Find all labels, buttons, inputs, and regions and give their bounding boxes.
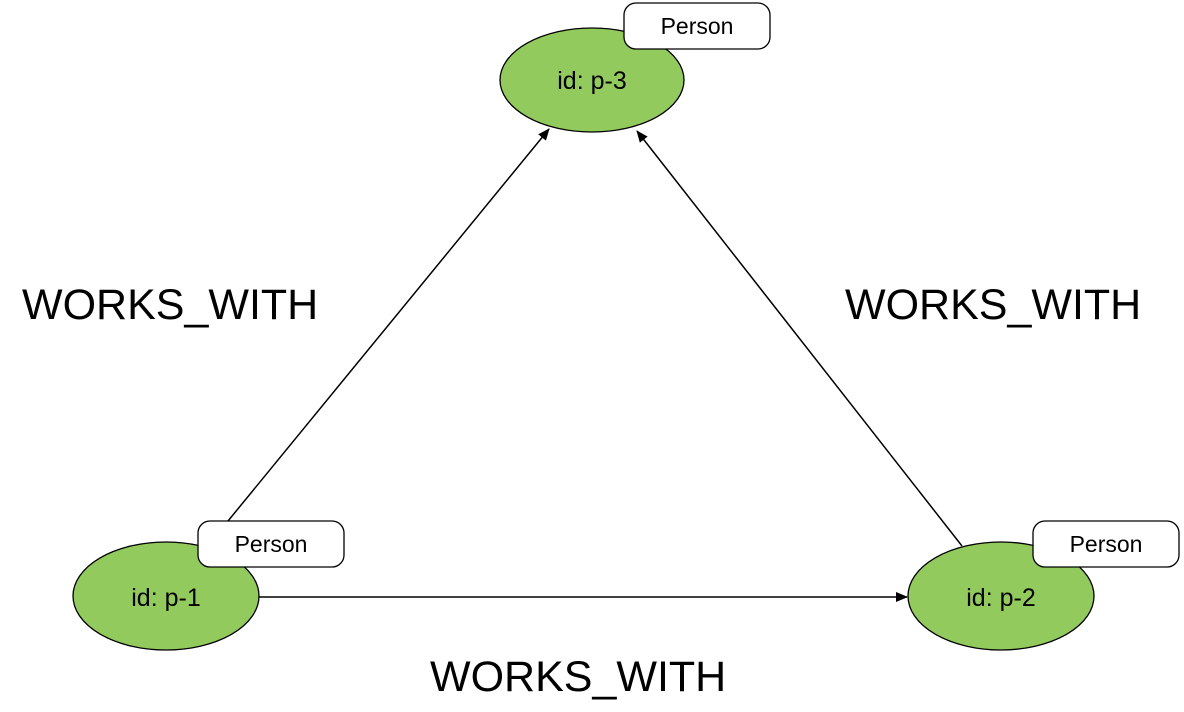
edge-p2-to-p3 bbox=[636, 130, 963, 547]
node-p1-ellipse bbox=[72, 541, 260, 651]
node-p3-ellipse bbox=[499, 27, 685, 133]
edge-label-p1-p2: WORKS_WITH bbox=[430, 653, 726, 701]
node-p3-label-badge bbox=[623, 2, 771, 50]
node-p2-label-badge bbox=[1032, 520, 1180, 568]
node-p2-label: Person bbox=[1070, 531, 1143, 557]
node-p1-label: Person bbox=[235, 531, 308, 557]
edge-p1-to-p3 bbox=[227, 128, 550, 522]
node-p1-label-badge bbox=[197, 520, 345, 568]
node-p2[interactable]: id: p-2 Person bbox=[907, 520, 1180, 651]
node-p1-id: id: p-1 bbox=[131, 584, 200, 612]
node-p3-label: Person bbox=[661, 13, 734, 39]
node-p1[interactable]: id: p-1 Person bbox=[72, 520, 345, 651]
node-p3[interactable]: id: p-3 Person bbox=[499, 2, 771, 133]
node-p2-id: id: p-2 bbox=[966, 584, 1035, 612]
node-p3-id: id: p-3 bbox=[557, 67, 626, 95]
edge-label-p1-p3: WORKS_WITH bbox=[22, 281, 318, 329]
edge-label-p2-p3: WORKS_WITH bbox=[845, 281, 1141, 329]
node-p2-ellipse bbox=[907, 541, 1095, 651]
